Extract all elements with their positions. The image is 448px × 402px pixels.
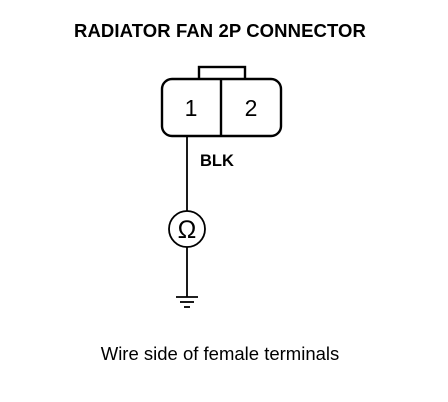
wire-color-label: BLK xyxy=(200,152,234,170)
terminal-1-label: 1 xyxy=(185,95,198,121)
diagram-title: RADIATOR FAN 2P CONNECTOR xyxy=(73,20,367,41)
ground-icon xyxy=(176,296,198,308)
diagram-caption: Wire side of female terminals xyxy=(100,343,340,364)
ohmmeter-icon: Ω xyxy=(168,210,206,248)
terminal-2-label: 2 xyxy=(245,95,258,121)
ohm-symbol: Ω xyxy=(178,216,197,244)
